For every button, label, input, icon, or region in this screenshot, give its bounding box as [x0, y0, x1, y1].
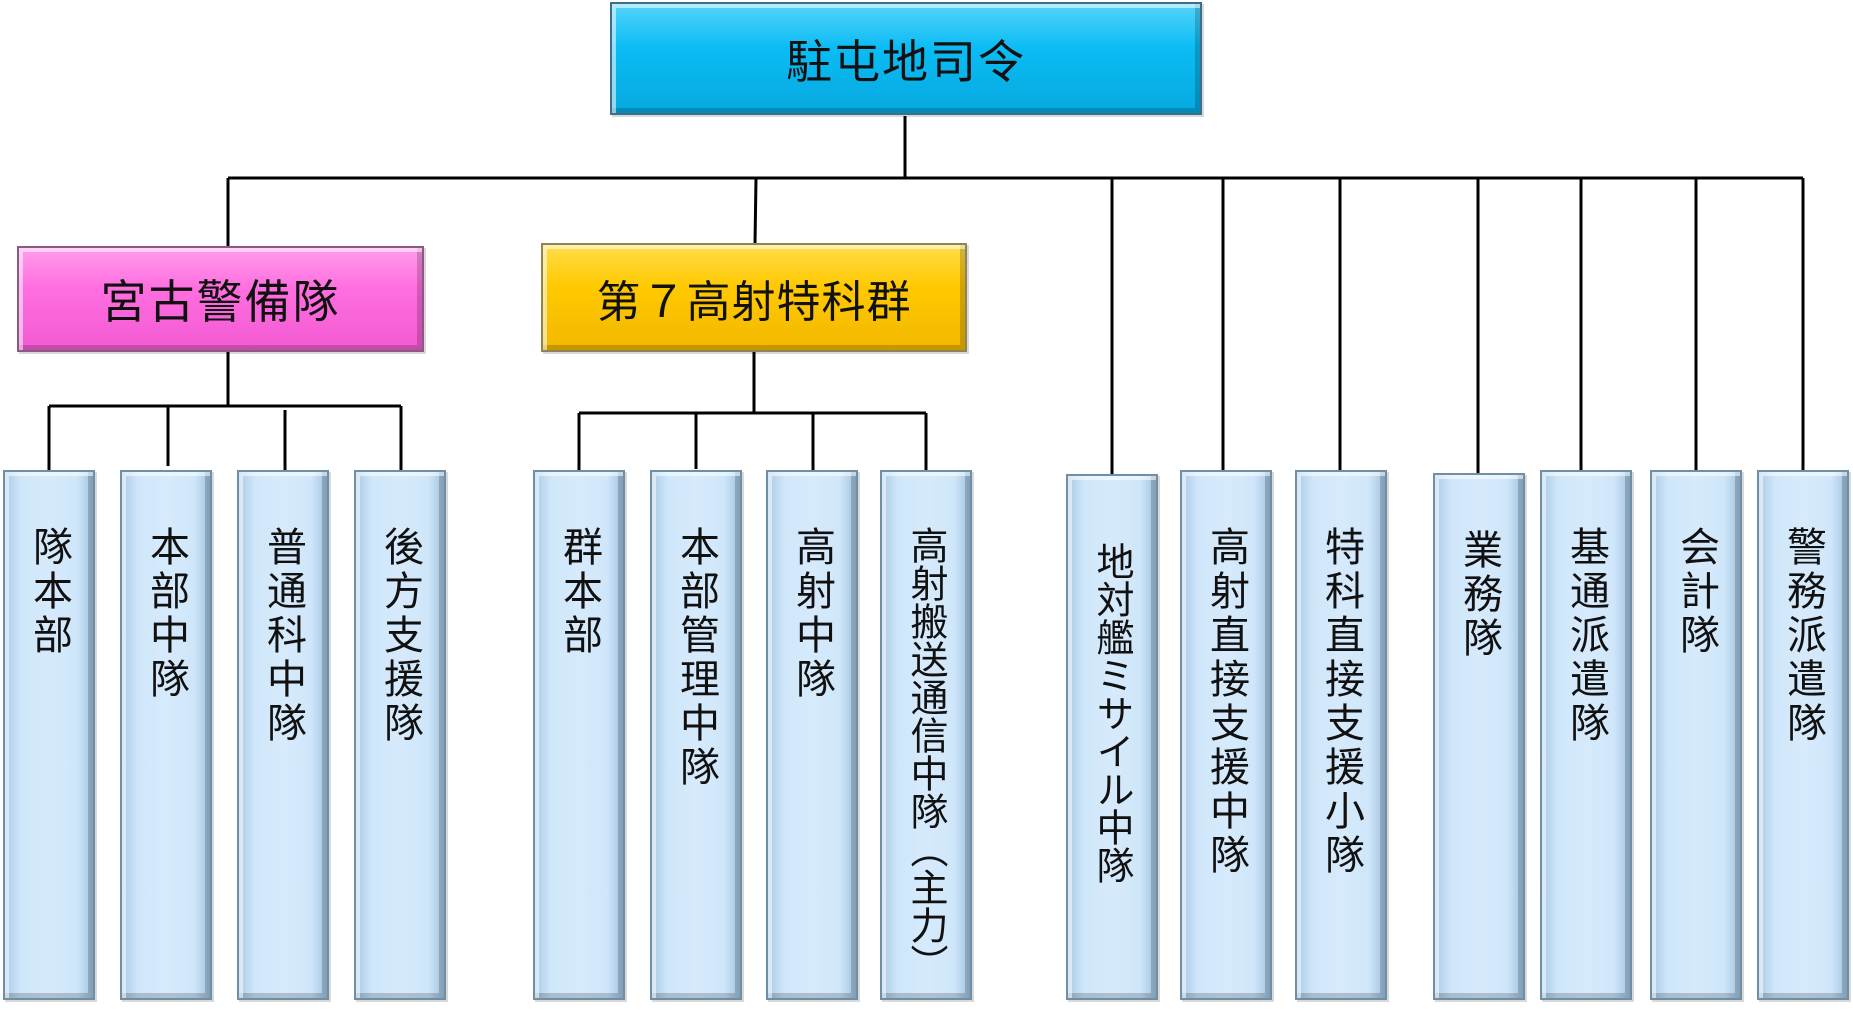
unit-label: 基通派遣隊	[1563, 526, 1609, 746]
sam-group-label: 第７高射特科群	[596, 276, 912, 328]
unit-box: 業務隊	[1433, 473, 1525, 1000]
unit-label: 会計隊	[1673, 526, 1719, 658]
unit-label: 特科直接支援小隊	[1318, 526, 1364, 878]
unit-box: 警務派遣隊	[1757, 470, 1849, 1000]
unit-label: 群本部	[556, 526, 602, 658]
unit-label: 本部中隊	[143, 526, 189, 702]
unit-label: 高射直接支援中隊	[1203, 526, 1249, 878]
commander-node: 駐屯地司令	[610, 2, 1202, 115]
unit-box: 会計隊	[1650, 470, 1742, 1000]
unit-label: 警務派遣隊	[1780, 526, 1826, 746]
connector-line	[753, 177, 758, 245]
miyako-guard-node: 宮古警備隊	[17, 246, 424, 352]
unit-box: 基通派遣隊	[1540, 470, 1632, 1000]
unit-box: 高射直接支援中隊	[1180, 470, 1272, 1000]
unit-box: 特科直接支援小隊	[1295, 470, 1387, 1000]
unit-box: 後方支援隊	[354, 470, 446, 1000]
unit-label: 業務隊	[1456, 529, 1502, 661]
unit-label: 本部管理中隊	[673, 526, 719, 790]
unit-label: 地対艦ミサイル中隊	[1090, 542, 1134, 884]
unit-label: 後方支援隊	[377, 526, 423, 746]
unit-label: 高射搬送通信中隊（主力）	[904, 526, 948, 982]
unit-box: 隊本部	[3, 470, 95, 1000]
unit-box: 群本部	[533, 470, 625, 1000]
unit-box: 本部管理中隊	[650, 470, 742, 1000]
unit-box: 地対艦ミサイル中隊	[1066, 474, 1158, 1000]
unit-label: 隊本部	[26, 526, 72, 658]
unit-box: 高射中隊	[766, 470, 858, 1000]
unit-label: 普通科中隊	[260, 526, 306, 746]
unit-box: 普通科中隊	[237, 470, 329, 1000]
miyako-guard-label: 宮古警備隊	[100, 275, 341, 329]
sam-group-node: 第７高射特科群	[541, 243, 967, 352]
unit-box: 本部中隊	[120, 470, 212, 1000]
unit-box: 高射搬送通信中隊（主力）	[880, 470, 972, 1000]
commander-label: 駐屯地司令	[786, 34, 1026, 89]
unit-label: 高射中隊	[789, 526, 835, 702]
